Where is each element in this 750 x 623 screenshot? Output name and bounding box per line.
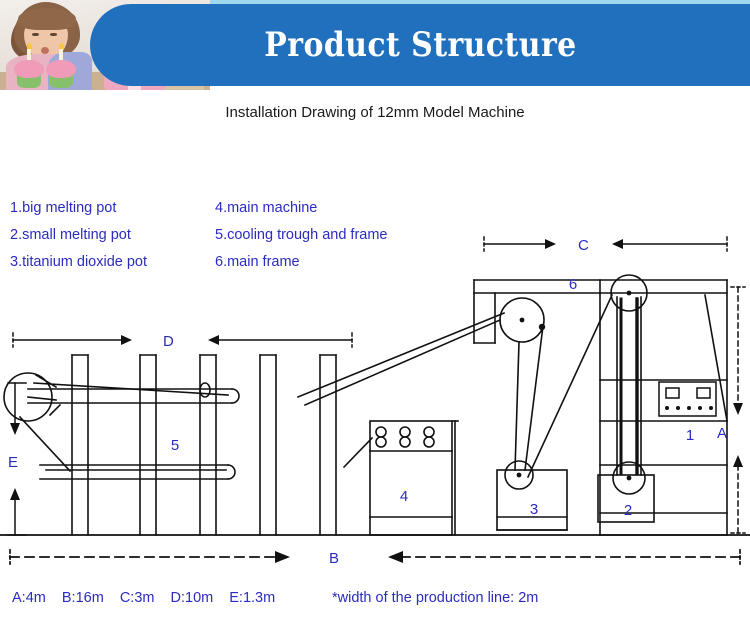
box-2 [597, 474, 655, 523]
machine-4-rollers [375, 426, 435, 448]
dimension-d [12, 332, 353, 348]
dimension-label-b: B [329, 550, 339, 567]
dimension-e [7, 382, 27, 536]
drive-belt-diagonal [526, 293, 614, 479]
feed-line [342, 436, 374, 469]
dimension-value-a: A:4m [12, 590, 46, 606]
dimension-value-c: C:3m [119, 590, 155, 606]
installation-drawing: 6 1 2 3 4 5 C A D E B [0, 225, 750, 575]
photo-girl-eye-left [32, 33, 39, 36]
drawing-subtitle: Installation Drawing of 12mm Model Machi… [225, 104, 525, 121]
control-panel-buttons [665, 406, 713, 410]
legend-item-1: 1.big melting pot [10, 200, 117, 216]
photo-girl-mouth [41, 47, 49, 54]
photo-cupcake-left [14, 43, 44, 88]
dimension-label-a: A [717, 425, 727, 442]
dimension-value-d: D:10m [170, 590, 214, 606]
pot-3-pulley-centers [516, 317, 546, 478]
dimension-key: A:4m B:16m C:3m D:10m E:1.3m *width of t… [12, 590, 750, 606]
photo-cupcake-frosting [46, 60, 76, 78]
dimension-value-e: E:1.3m [229, 590, 276, 606]
legend-item-3: 3.titanium dioxide pot [10, 254, 148, 270]
legend-row: 1.big melting pot 4.main machine [10, 200, 440, 216]
top-accent-strip [0, 0, 750, 4]
production-line-width-note: *width of the production line: 2m [332, 590, 539, 606]
part-label-5: 5 [171, 437, 179, 454]
part-label-1: 1 [686, 427, 694, 444]
legend-item-2: 2.small melting pot [10, 227, 131, 243]
parts-legend: 1.big melting pot 4.main machine 2.small… [10, 200, 440, 281]
legend-item-6: 6.main frame [215, 254, 300, 270]
dimension-c [483, 236, 728, 252]
belt-pulley-centers [626, 290, 632, 481]
photo-candle [59, 49, 63, 62]
dimension-values: A:4m B:16m C:3m D:10m E:1.3m [12, 590, 332, 606]
photo-candle-flame [27, 43, 32, 51]
dimension-b [9, 549, 741, 565]
part-label-2: 2 [624, 502, 632, 519]
part-label-6: 6 [569, 276, 577, 293]
machine-diagram-svg: 6 1 2 3 4 5 C A D E B [0, 236, 750, 567]
dimension-label-e: E [8, 454, 18, 471]
part-label-3: 3 [530, 501, 538, 518]
dimension-value-b: B:16m [61, 590, 104, 606]
dimension-label-c: C [578, 237, 589, 254]
page-title: Product Structure [263, 25, 577, 65]
part-label-4: 4 [400, 488, 408, 505]
legend-row: 2.small melting pot 5.cooling trough and… [10, 227, 440, 243]
photo-girl-fringe [18, 8, 76, 30]
photo-cupcake-right [46, 43, 76, 88]
long-drive-belt [296, 311, 506, 407]
dimension-a [730, 286, 746, 534]
cooling-trough-frame-legs [71, 354, 337, 536]
control-panel [658, 381, 717, 417]
legend-item-5: 5.cooling trough and frame [215, 227, 388, 243]
vertical-belt-conveyor [610, 274, 648, 495]
photo-candle [27, 49, 31, 62]
legend-item-4: 4.main machine [215, 200, 318, 216]
dimension-label-d: D [163, 333, 174, 350]
cooling-trough-5 [3, 372, 240, 480]
legend-row: 3.titanium dioxide pot 6.main frame [10, 254, 440, 270]
page-header: Product Structure [0, 0, 750, 90]
photo-cupcake-frosting [14, 60, 44, 78]
photo-candle-flame [59, 43, 64, 51]
photo-girl-eye-right [50, 33, 57, 36]
machine-1-body [599, 292, 728, 536]
title-banner: Product Structure [90, 4, 750, 86]
